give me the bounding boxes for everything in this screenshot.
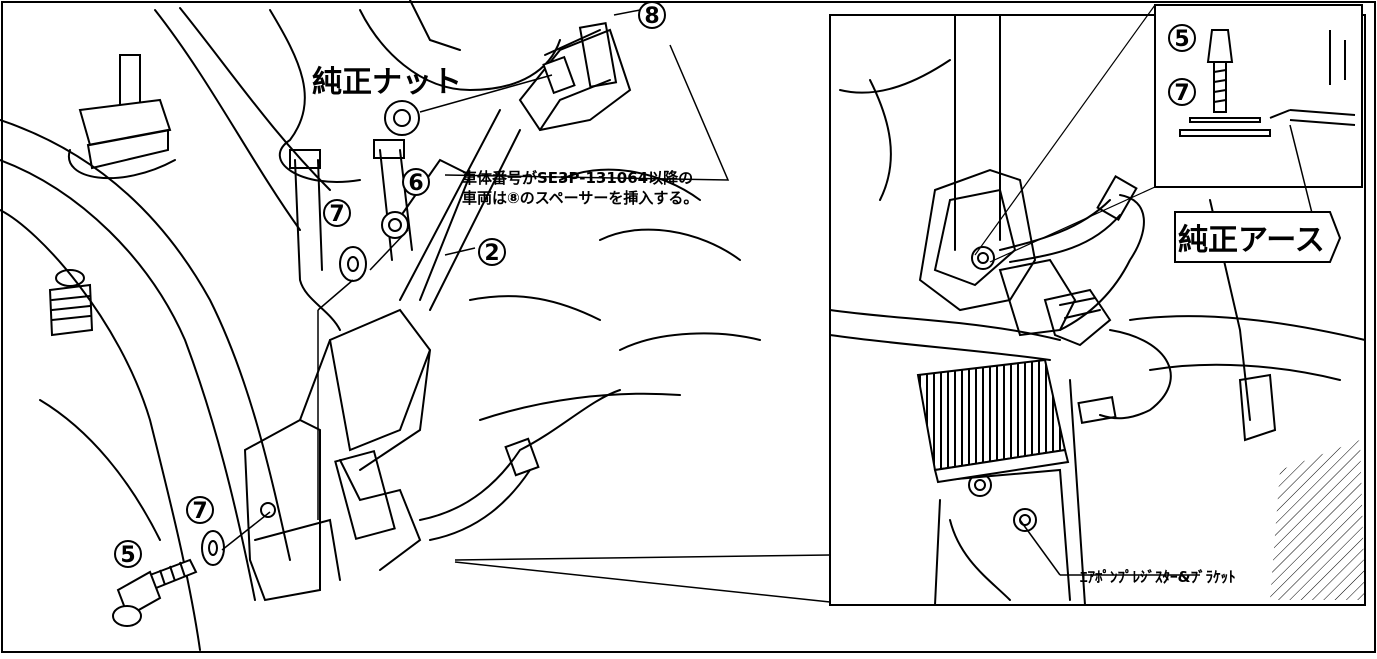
svg-text:7: 7 <box>329 202 344 227</box>
callout-8: 8 <box>638 1 666 29</box>
part-name-label: ｴｱﾎﾟﾝﾌﾟﾚｼﾞｽﾀｰ&ﾌﾞﾗｹｯﾄ <box>1080 568 1236 586</box>
svg-text:7: 7 <box>1174 81 1189 106</box>
svg-text:5: 5 <box>1174 27 1189 52</box>
callout-7-upper: 7 <box>323 199 351 227</box>
svg-text:8: 8 <box>644 4 659 29</box>
svg-text:6: 6 <box>408 171 423 196</box>
left-leader-lines <box>221 9 831 603</box>
right-leader-lines <box>1019 124 1321 576</box>
left-main-drawing <box>0 0 761 651</box>
genuine-ground-badge <box>1174 211 1342 263</box>
callout-7-inset: 7 <box>1168 78 1196 106</box>
svg-text:7: 7 <box>192 499 207 524</box>
genuine-nut-label: 純正ナット <box>312 65 462 100</box>
resistor-heatsink <box>916 358 1070 484</box>
note-line-1: 車体番号がSE3P-131064以降の <box>462 169 693 187</box>
callout-7-lower: 7 <box>186 496 214 524</box>
svg-text:2: 2 <box>484 241 499 266</box>
callout-5-lower: 5 <box>114 540 142 568</box>
note-line-2: 車両は⑧のスペーサーを挿入する。 <box>462 189 698 207</box>
svg-text:5: 5 <box>120 543 135 568</box>
left-hardware <box>112 55 576 627</box>
callout-2: 2 <box>478 238 506 266</box>
hatched-area <box>1270 440 1365 600</box>
callout-5-inset: 5 <box>1168 24 1196 52</box>
callout-6: 6 <box>402 168 430 196</box>
genuine-ground-label: 純正アース <box>1178 223 1325 258</box>
right-inset-drawing <box>829 14 1366 606</box>
